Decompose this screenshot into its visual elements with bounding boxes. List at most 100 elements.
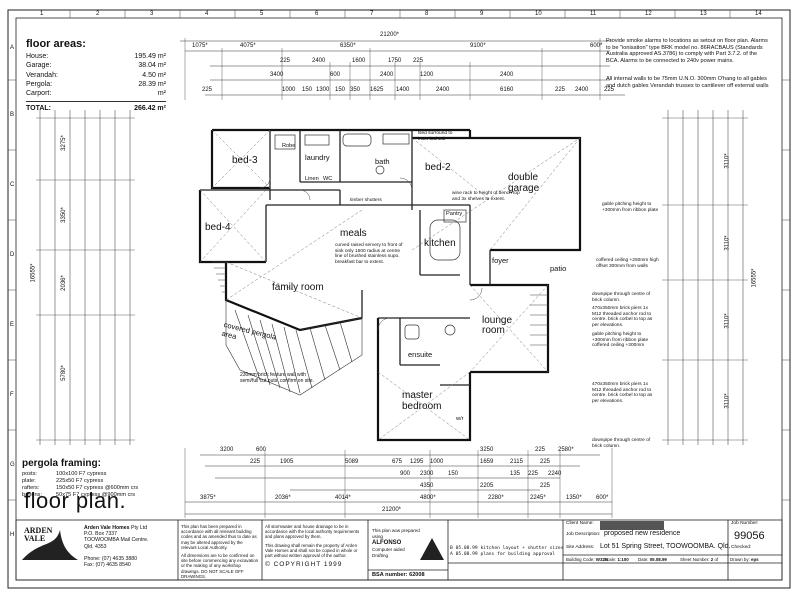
area-label: Carport: xyxy=(26,90,52,98)
alfonso-drafting: Computer aided Drafting xyxy=(372,546,405,558)
pergola-label: battens: xyxy=(22,492,42,498)
pergola-value: 225x50 F7 cypress xyxy=(56,478,104,484)
dim: 3875* xyxy=(200,495,216,501)
room-laundry: laundry xyxy=(305,153,330,162)
dim: 2300 xyxy=(420,471,434,477)
dim: 1625 xyxy=(370,87,384,93)
grid-label: 8 xyxy=(425,11,429,17)
dim-top-overall: 21200* xyxy=(380,32,400,38)
wine-rack-note: wine rack to height of bench top and 3x … xyxy=(452,191,520,202)
dim: 225 xyxy=(202,87,213,93)
dim: 16555* xyxy=(30,263,37,283)
grid-label: 14 xyxy=(755,11,762,17)
pergola-framing-title: pergola framing: xyxy=(22,458,101,469)
dim: 225 xyxy=(250,459,261,465)
room-wc: WC xyxy=(323,176,333,182)
dim: 600 xyxy=(330,72,341,78)
dim: 4014* xyxy=(335,495,351,501)
scale-value: 1:100 xyxy=(617,557,629,562)
area-row: Pergola:28.39 m² xyxy=(26,80,166,89)
dim: 2240 xyxy=(548,471,562,477)
area-row: Verandah:4.50 m² xyxy=(26,71,166,80)
dim: 135 xyxy=(510,471,521,477)
dim: 600 xyxy=(256,447,267,453)
dim: 5089 xyxy=(345,459,359,465)
dim: 900 xyxy=(400,471,411,477)
pergola-value: 150x50 F7 cypress @600mm crs xyxy=(56,485,139,491)
disclaimer-1: This plan has been prepared in accordanc… xyxy=(181,524,257,550)
internal-walls-note: All internal walls to be 75mm U.N.O. 300… xyxy=(606,76,769,89)
dim-bottom-overall: 21200* xyxy=(382,507,402,513)
dim: 150 xyxy=(335,87,346,93)
dim: 3350* xyxy=(60,207,67,223)
site-address: Lot 51 Spring Street, TOOWOOMBA. Qld. xyxy=(600,543,731,550)
dim: 225 xyxy=(413,58,424,64)
rev-no: A xyxy=(450,552,453,557)
room-linen: Linen xyxy=(305,176,319,182)
grid-side-labels: A B C D E F G H xyxy=(0,0,20,600)
site-label: Site Address: xyxy=(566,545,595,550)
dim: 225 xyxy=(528,471,539,477)
dim: 2115 xyxy=(510,459,523,465)
logo-word-1: ARDEN xyxy=(24,526,53,535)
dim: 3250 xyxy=(480,447,494,453)
dim: 2245* xyxy=(530,495,546,501)
pergola-row: plate: 225x50 F7 cypress xyxy=(22,478,162,485)
tiled-surround-note: tiled surround to inset bathtub xyxy=(418,131,453,142)
dim: 4350 xyxy=(420,483,434,489)
dim: 3110* xyxy=(724,153,731,169)
company-suffix: Pty Ltd xyxy=(131,525,148,531)
disclaimer-2: All dimensions are to be confirmed on si… xyxy=(181,553,259,579)
timber-shutters-note: timber shutters xyxy=(350,198,382,203)
pergola-label: plate: xyxy=(22,478,36,484)
dim: 1075* xyxy=(192,43,208,49)
dim: 600* xyxy=(596,495,609,501)
company-address-2: TOOWOOMBA Mail Centre. xyxy=(84,537,149,544)
grid-label: A xyxy=(10,45,15,51)
sheet-label: Sheet Number: xyxy=(680,557,710,562)
dim: 1350* xyxy=(566,495,582,501)
disclaimer-4: This drawing shall remain the property o… xyxy=(265,542,358,559)
rev-desc: kitchen layout + shutter sizes xyxy=(480,546,564,551)
brick-piers-note: 470x350mm brick piers 1x M12 threaded an… xyxy=(592,306,653,328)
dim: 2036* xyxy=(275,495,291,501)
dim: 4075* xyxy=(240,43,256,49)
room-patio: patio xyxy=(550,264,567,273)
client-name-redaction xyxy=(600,521,664,530)
dim: 3275* xyxy=(60,135,67,151)
dim: 675 xyxy=(392,459,403,465)
sheet-number: Sheet Number: 2 of xyxy=(680,557,718,563)
drawn-value: eps xyxy=(751,557,759,562)
dim: 350 xyxy=(350,87,361,93)
dim: 2280* xyxy=(488,495,504,501)
dim: 3200 xyxy=(220,447,234,453)
dim: 2400 xyxy=(500,72,514,78)
dim: 2205 xyxy=(480,483,494,489)
job-number: 99056 xyxy=(734,530,765,542)
grid-label: D xyxy=(10,252,15,258)
revision-row: B 05.08.99 kitchen layout + shutter size… xyxy=(450,546,563,552)
disclaimer-block-1: This plan has been prepared in accordanc… xyxy=(181,524,259,579)
dim: 225 xyxy=(604,87,615,93)
building-code-label: Building Code: xyxy=(566,557,595,562)
drawn-by: Drawn by: eps xyxy=(730,557,759,563)
dim: 225 xyxy=(535,447,546,453)
area-row: Carport:m² xyxy=(26,89,166,98)
dim: 3110* xyxy=(724,235,731,251)
room-family: family room xyxy=(272,282,324,293)
room-kitchen: kitchen xyxy=(424,238,456,249)
pergola-framing-panel: pergola framing: posts:100x100 F7 cypres… xyxy=(22,458,162,499)
dim: 16555* xyxy=(751,268,758,288)
company-address-1: P.O. Box 7337 xyxy=(84,531,118,538)
disclaimer-3: All stormwater and house drainage to be … xyxy=(265,524,360,540)
floor-areas-panel: floor areas: House:195.49 m² Garage:38.0… xyxy=(26,38,166,113)
dim: 150 xyxy=(302,87,313,93)
pergola-row: posts:100x100 F7 cypress xyxy=(22,471,162,478)
grid-label: B xyxy=(10,112,15,118)
room-bed-3: bed-3 xyxy=(232,155,258,166)
area-row: Garage:38.04 m² xyxy=(26,61,166,70)
grid-label: 11 xyxy=(590,11,597,17)
building-code-value: W32N xyxy=(595,557,608,562)
pergola-row: rafters:150x50 F7 cypress @600mm crs xyxy=(22,485,162,492)
